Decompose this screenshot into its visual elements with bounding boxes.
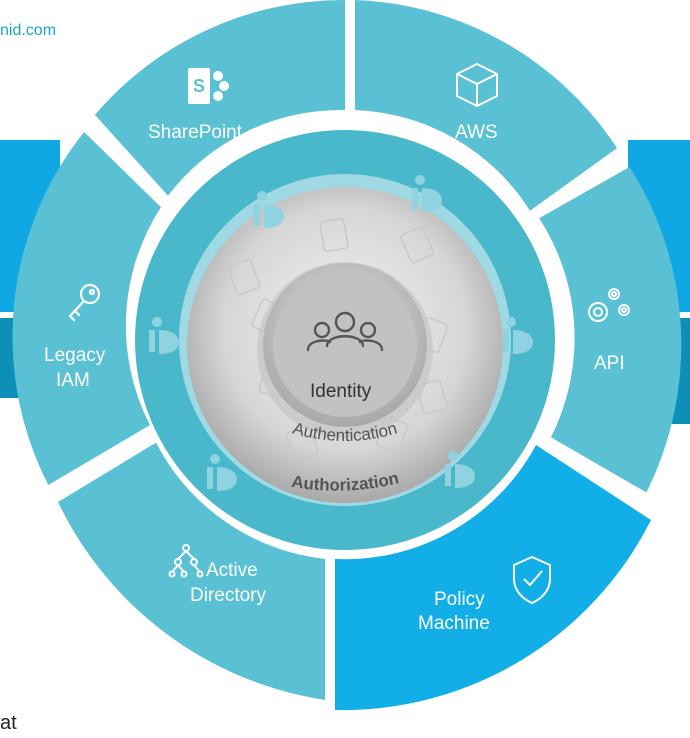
hierarchy-icon <box>168 544 204 578</box>
id-logo-icon <box>207 454 237 491</box>
key-icon <box>68 283 101 322</box>
svg-text:S: S <box>193 76 205 96</box>
identity-label: Identity <box>310 381 372 402</box>
gears-icon <box>588 288 630 322</box>
sharepoint-icon: S <box>188 68 229 104</box>
sharepoint-label: SharePoint <box>148 122 243 143</box>
policy-machine-label-line1: Policy <box>434 589 485 610</box>
ring-id-icons <box>149 175 533 491</box>
shield-check-icon <box>513 556 551 604</box>
segment-api[interactable] <box>539 167 682 493</box>
active-directory-label-line1: Active <box>206 560 258 581</box>
segment-policy-machine[interactable] <box>335 445 651 711</box>
legacy-iam-label-line1: Legacy <box>44 345 106 366</box>
id-logo-icon <box>149 317 179 354</box>
segment-aws[interactable] <box>355 0 617 211</box>
id-logo-icon <box>254 191 284 228</box>
id-logo-icon <box>503 317 533 354</box>
api-label: API <box>594 353 625 374</box>
bottom-text-fragment: at <box>0 712 17 734</box>
id-logo-icon <box>412 175 442 212</box>
cube-icon <box>456 63 498 107</box>
active-directory-label-line2: Directory <box>190 585 267 606</box>
segment-legacy-iam[interactable] <box>12 132 161 485</box>
segment-active-directory[interactable] <box>58 442 325 700</box>
identity-hub-face <box>273 273 417 417</box>
policy-machine-label-line2: Machine <box>418 613 490 634</box>
people-group-icon <box>306 311 384 352</box>
aws-label: AWS <box>455 122 498 143</box>
id-logo-icon <box>445 451 475 488</box>
corner-url-text: nid.com <box>0 22 57 39</box>
legacy-iam-label-line2: IAM <box>56 370 90 391</box>
